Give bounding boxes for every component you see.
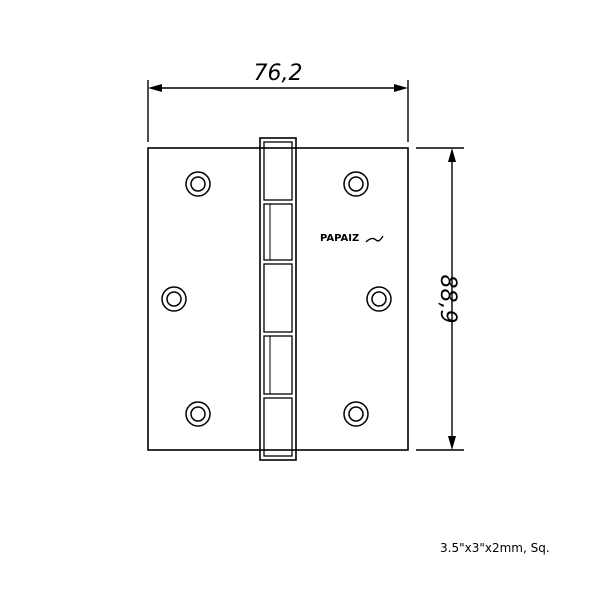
knuckle-segment-4 bbox=[263, 335, 293, 395]
spec-caption: 3.5"x3"x2mm, Sq. bbox=[440, 541, 550, 555]
height-label: 88,9 bbox=[435, 275, 460, 324]
hinge-leaf-outline bbox=[147, 147, 409, 451]
height-dimension bbox=[416, 147, 464, 451]
knuckle-segment-2 bbox=[263, 203, 293, 261]
screw-hole-top-left bbox=[185, 171, 211, 197]
width-arrow-right bbox=[394, 84, 408, 92]
hinge-knuckle bbox=[259, 137, 297, 461]
knuckle-outline bbox=[259, 137, 297, 461]
screw-holes bbox=[161, 171, 392, 427]
knuckle-segment-3 bbox=[263, 263, 293, 333]
knuckle-segment-5 bbox=[263, 397, 293, 457]
width-label: 76,2 bbox=[254, 61, 303, 86]
knuckle-segment-1 bbox=[263, 141, 293, 201]
screw-hole-bottom-right bbox=[343, 401, 369, 427]
screw-hole-middle-left bbox=[161, 286, 187, 312]
width-arrow-left bbox=[148, 84, 162, 92]
screw-hole-middle-right bbox=[366, 286, 392, 312]
brand-logo: PAPAIZ bbox=[320, 233, 359, 244]
screw-hole-bottom-left bbox=[185, 401, 211, 427]
brand-logo-swoosh bbox=[365, 235, 384, 243]
height-arrow-top bbox=[448, 148, 456, 162]
height-arrow-bottom bbox=[448, 436, 456, 450]
width-dimension bbox=[147, 80, 409, 142]
screw-hole-top-right bbox=[343, 171, 369, 197]
